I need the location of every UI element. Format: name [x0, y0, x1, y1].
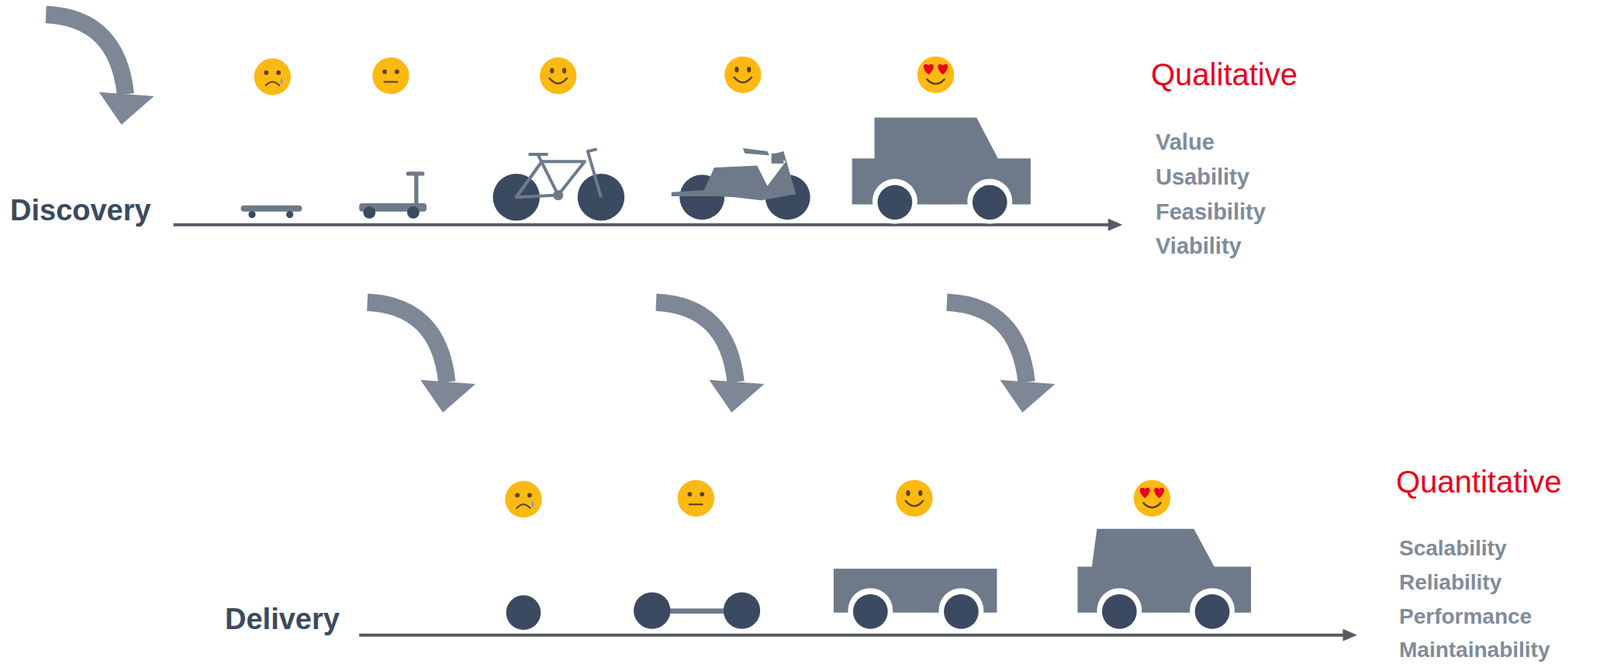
row-title: Discovery — [10, 193, 152, 229]
criterion: Scalability — [1399, 535, 1507, 561]
criterion: Feasibility — [1155, 199, 1266, 225]
group-heading: Qualitative — [1150, 56, 1298, 93]
criterion: Performance — [1399, 604, 1532, 629]
criterion: Value — [1155, 129, 1215, 156]
group-heading: Quantitative — [1396, 463, 1562, 500]
row-title: Delivery — [224, 602, 340, 637]
criterion: Reliability — [1399, 570, 1502, 595]
criterion: Maintainability — [1399, 637, 1550, 663]
criterion: Usability — [1155, 164, 1250, 191]
criterion: Viability — [1155, 233, 1242, 260]
